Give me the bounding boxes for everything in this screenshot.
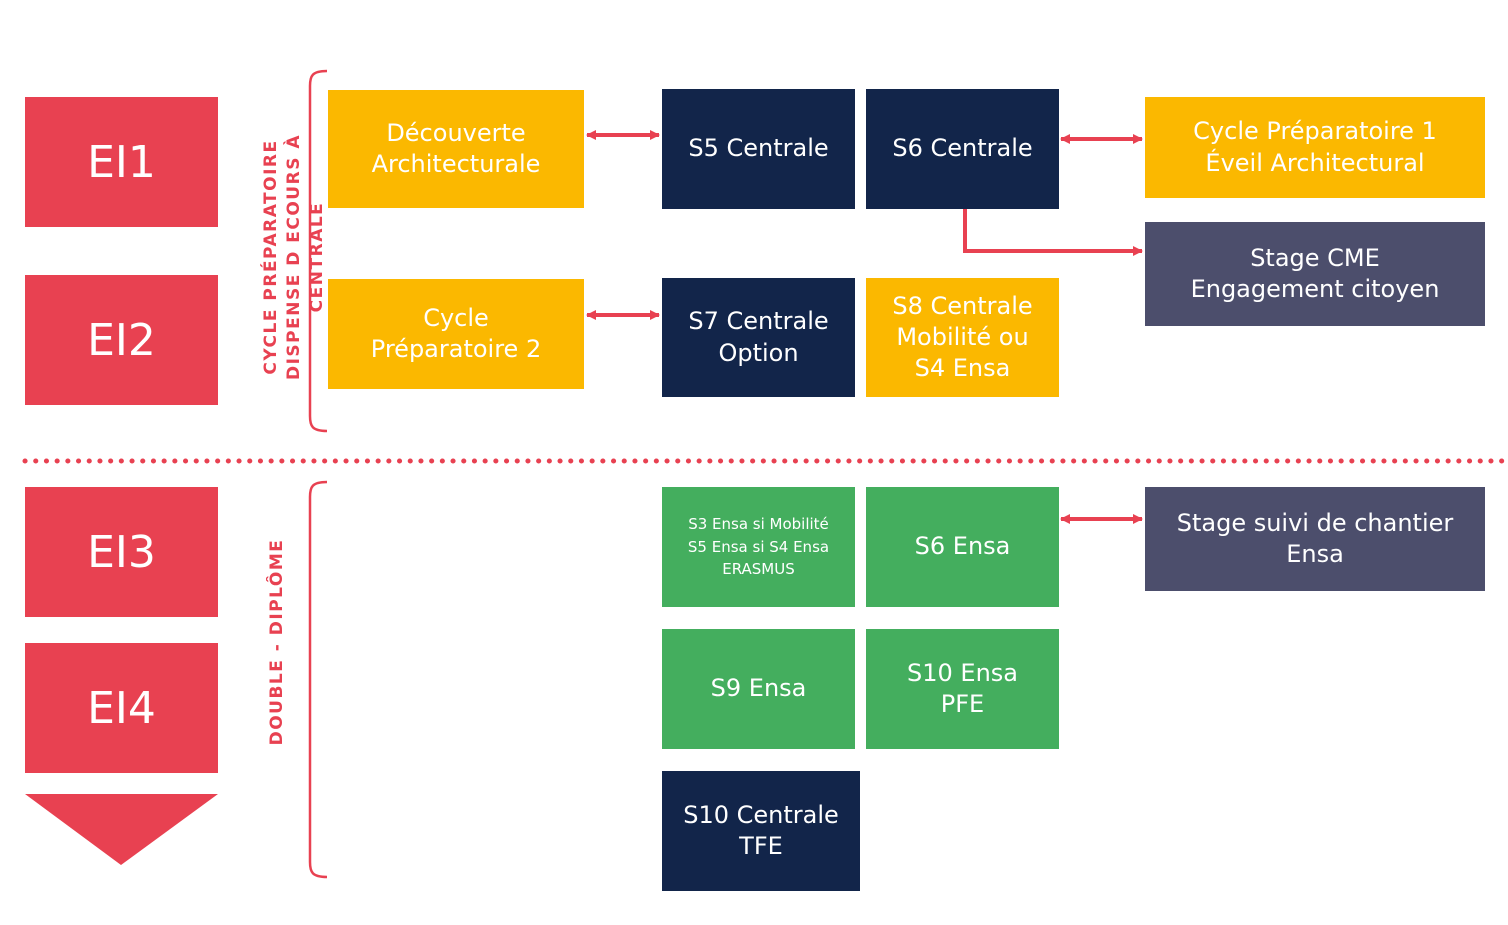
box-s6-ensa: S6 Ensa <box>866 487 1059 607</box>
box-s10-centrale: S10 Centrale TFE <box>662 771 860 891</box>
box-s6-centrale: S6 Centrale <box>866 89 1059 209</box>
down-arrow <box>25 794 218 865</box>
box-s3-ensa: S3 Ensa si Mobilité S5 Ensa si S4 Ensa E… <box>662 487 855 607</box>
box-cycle-preparatoire-1: Cycle Préparatoire 1 Éveil Architectural <box>1145 97 1485 198</box>
bracket-bottom <box>308 480 328 879</box>
box-s5-centrale: S5 Centrale <box>662 89 855 209</box>
year-ei1: EI1 <box>25 97 218 227</box>
box-stage-cme: Stage CME Engagement citoyen <box>1145 222 1485 326</box>
box-s8-centrale: S8 Centrale Mobilité ou S4 Ensa <box>866 278 1059 397</box>
arrow-s6-stage-cme <box>963 209 1143 256</box>
box-s10-ensa: S10 Ensa PFE <box>866 629 1059 749</box>
bracket-top <box>308 69 328 433</box>
box-s7-centrale: S7 Centrale Option <box>662 278 855 397</box>
box-decouverte-architecturale: Découverte Architecturale <box>328 90 584 208</box>
box-s9-ensa: S9 Ensa <box>662 629 855 749</box>
box-stage-suivi-chantier: Stage suivi de chantier Ensa <box>1145 487 1485 591</box>
year-ei3: EI3 <box>25 487 218 617</box>
box-cycle-preparatoire-2: Cycle Préparatoire 2 <box>328 279 584 389</box>
year-ei4: EI4 <box>25 643 218 773</box>
year-ei2: EI2 <box>25 275 218 405</box>
